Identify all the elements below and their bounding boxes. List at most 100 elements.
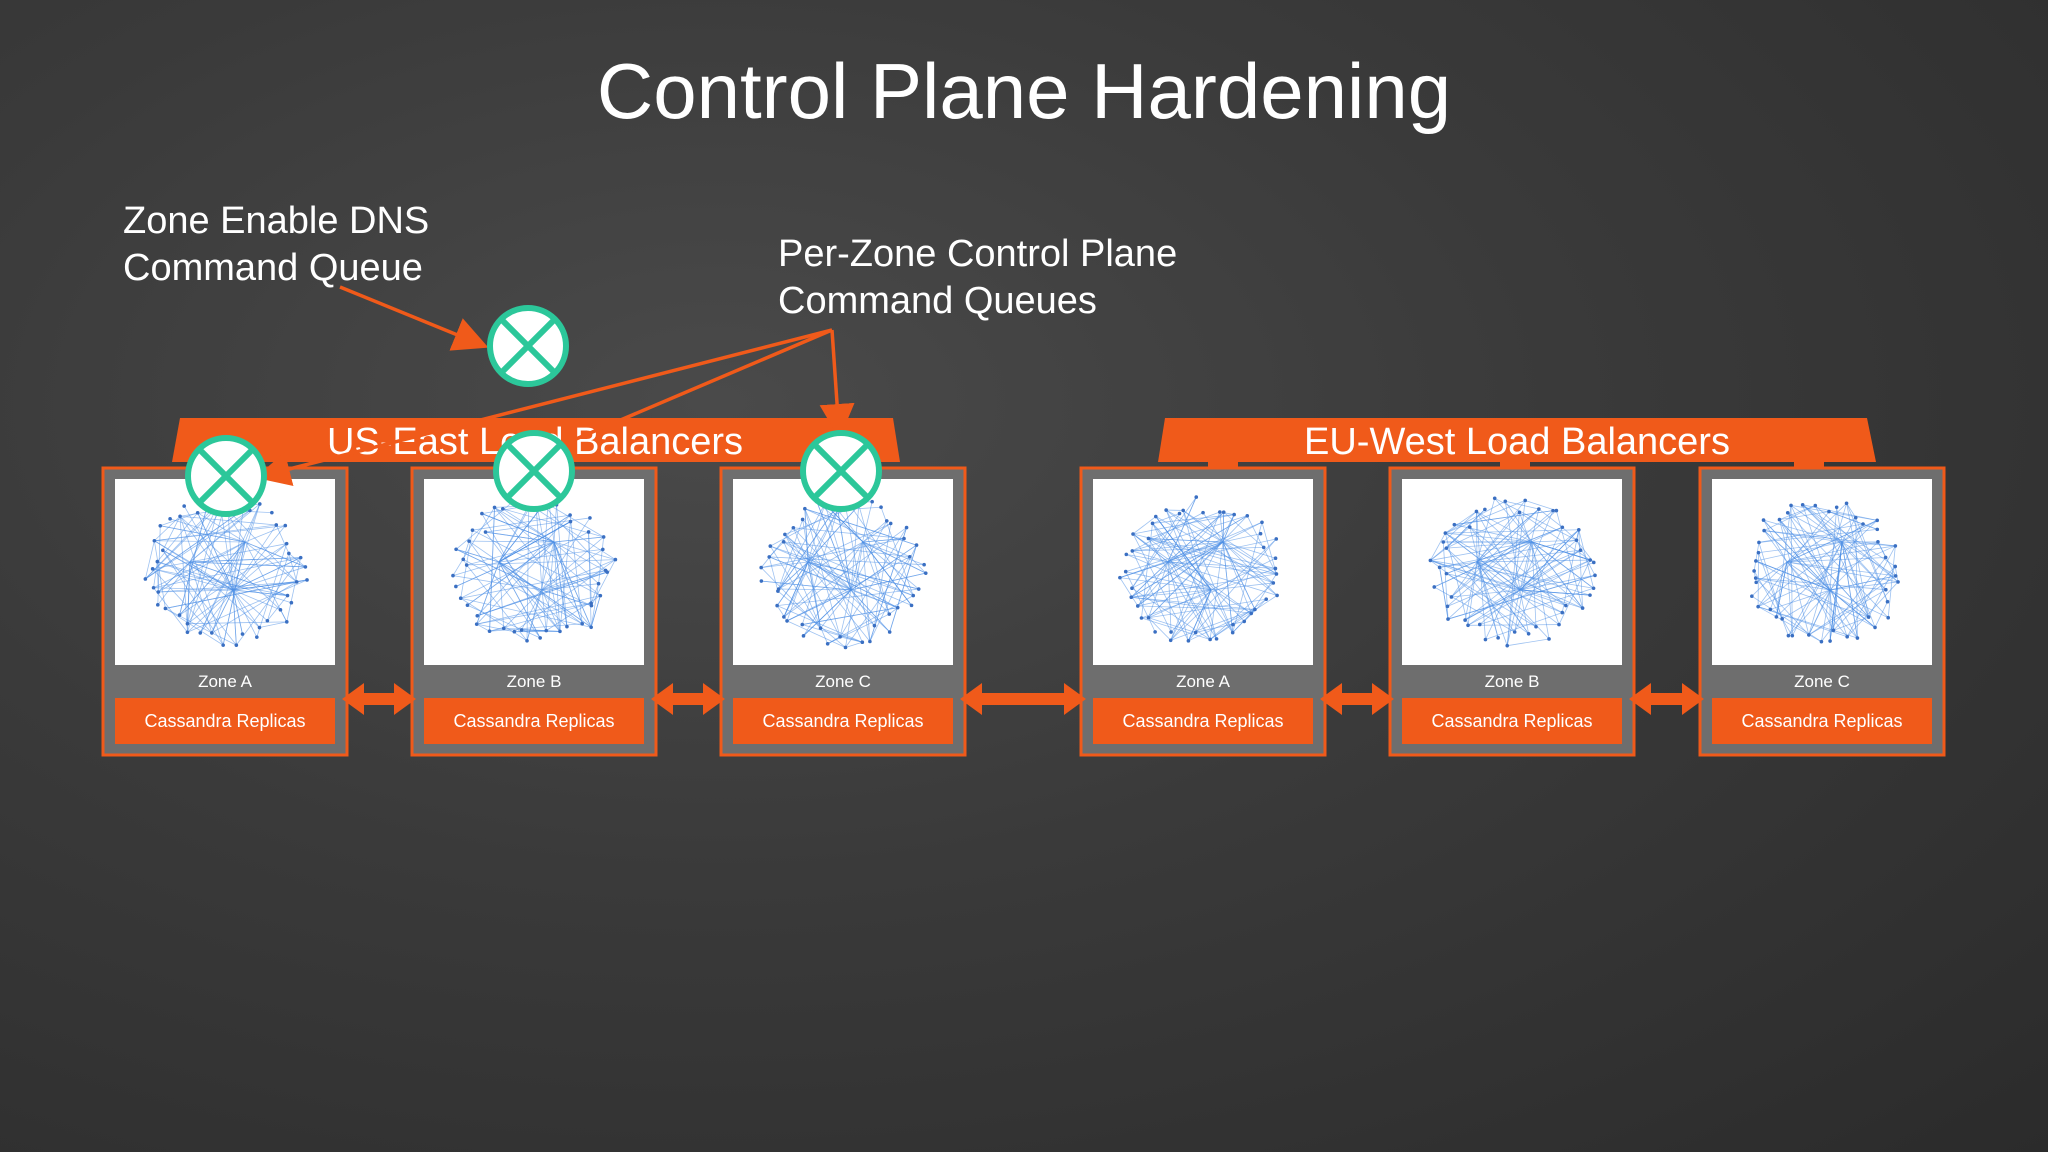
graph-node <box>1753 576 1758 580</box>
graph-node <box>782 615 786 619</box>
graph-edge <box>1188 538 1277 642</box>
network-graph-icon <box>1428 496 1597 648</box>
graph-edge <box>455 548 500 563</box>
graph-node <box>287 551 291 556</box>
graph-edge <box>157 561 191 593</box>
graph-node <box>888 521 893 526</box>
graph-edge <box>162 550 237 646</box>
graph-edge <box>1755 560 1831 591</box>
graph-edge <box>1167 496 1197 563</box>
graph-node <box>596 581 601 586</box>
graph-edge <box>179 516 224 646</box>
graph-edge <box>1137 511 1225 607</box>
graph-node <box>1245 514 1250 518</box>
replication-arrow-us-c-eu-a <box>960 683 1086 715</box>
graph-node <box>483 530 488 534</box>
graph-edge <box>489 602 592 632</box>
graph-node <box>1785 510 1790 515</box>
network-graph-icon <box>143 495 309 647</box>
graph-edge <box>1519 589 1566 606</box>
graph-edge <box>472 529 601 596</box>
graph-edge <box>869 544 917 642</box>
graph-node <box>1194 495 1199 499</box>
graph-node <box>1551 508 1555 513</box>
replication-arrow-eu-b-c <box>1629 683 1704 715</box>
graph-edge <box>1485 612 1563 640</box>
graph-edge <box>1821 589 1831 642</box>
graph-node <box>1893 564 1898 569</box>
graph-node <box>464 563 469 567</box>
graph-node <box>1274 537 1279 541</box>
graph-node <box>1757 540 1761 545</box>
network-graph-icon <box>451 495 618 643</box>
graph-edge <box>187 579 308 633</box>
graph-node <box>501 507 505 511</box>
graph-node <box>870 499 874 504</box>
graph-edge <box>1167 561 1278 596</box>
graph-edge <box>1846 503 1870 618</box>
graph-edge <box>1519 589 1591 596</box>
graph-edge <box>232 589 243 635</box>
graph-edge <box>498 561 541 639</box>
graph-node <box>1261 545 1266 550</box>
graph-edge <box>590 595 601 628</box>
note-per-zone-queues: Per-Zone Control Plane Command Queues <box>778 233 1177 322</box>
graph-node <box>1756 604 1760 609</box>
graph-edge <box>286 557 302 622</box>
graph-edge <box>1758 528 1878 543</box>
graph-edge <box>1446 573 1521 591</box>
graph-edge <box>476 561 500 625</box>
graph-edge <box>1786 517 1856 563</box>
graph-node <box>1789 503 1793 508</box>
graph-edge <box>783 541 914 596</box>
graph-edge <box>232 557 301 591</box>
graph-edge <box>1261 522 1277 575</box>
graph-node <box>1547 637 1551 641</box>
graph-edge <box>1131 573 1277 598</box>
graph-edge <box>1815 505 1899 583</box>
graph-edge <box>1131 513 1180 589</box>
graph-edge <box>1755 577 1869 618</box>
graph-node <box>195 510 200 515</box>
graph-edge <box>1814 505 1869 618</box>
graph-node <box>1441 540 1446 544</box>
graph-edge <box>1841 541 1876 628</box>
graph-edge <box>160 525 246 543</box>
note-dns-queue: Zone Enable DNS Command Queue <box>123 200 429 289</box>
graph-edge <box>869 527 907 642</box>
graph-edge <box>498 561 592 607</box>
graph-edge <box>1808 503 1847 635</box>
graph-edge <box>553 541 568 627</box>
graph-node <box>1153 630 1157 634</box>
graph-node <box>1139 616 1144 620</box>
graph-edge <box>1132 516 1157 535</box>
graph-edge <box>489 627 504 632</box>
graph-node <box>240 632 245 636</box>
graph-node <box>1768 607 1773 612</box>
region-banner-eu-west-bar <box>1158 418 1876 462</box>
graph-edge <box>1209 582 1274 640</box>
graph-node <box>1181 508 1185 513</box>
x-circle-icon <box>800 430 882 512</box>
graph-node <box>1437 565 1442 570</box>
graph-node <box>902 536 906 541</box>
graph-edge <box>152 568 213 634</box>
graph-edge <box>1790 505 1793 636</box>
graph-edge <box>526 505 530 641</box>
graph-edge <box>467 604 541 639</box>
graph-edge <box>1802 504 1878 521</box>
graph-edge <box>1209 595 1278 640</box>
note-dns-line-1: Zone Enable DNS <box>123 200 429 242</box>
graph-node <box>838 635 842 639</box>
graph-node <box>565 624 569 629</box>
graph-edge <box>1519 574 1596 591</box>
graph-node <box>1474 509 1479 514</box>
graph-node <box>461 557 466 562</box>
graph-edge <box>179 543 287 616</box>
graph-node <box>458 596 463 601</box>
graph-node <box>768 544 773 548</box>
graph-edge <box>824 503 852 591</box>
graph-edge <box>541 589 547 631</box>
graph-node <box>1517 510 1522 515</box>
graph-edge <box>1764 530 1843 543</box>
